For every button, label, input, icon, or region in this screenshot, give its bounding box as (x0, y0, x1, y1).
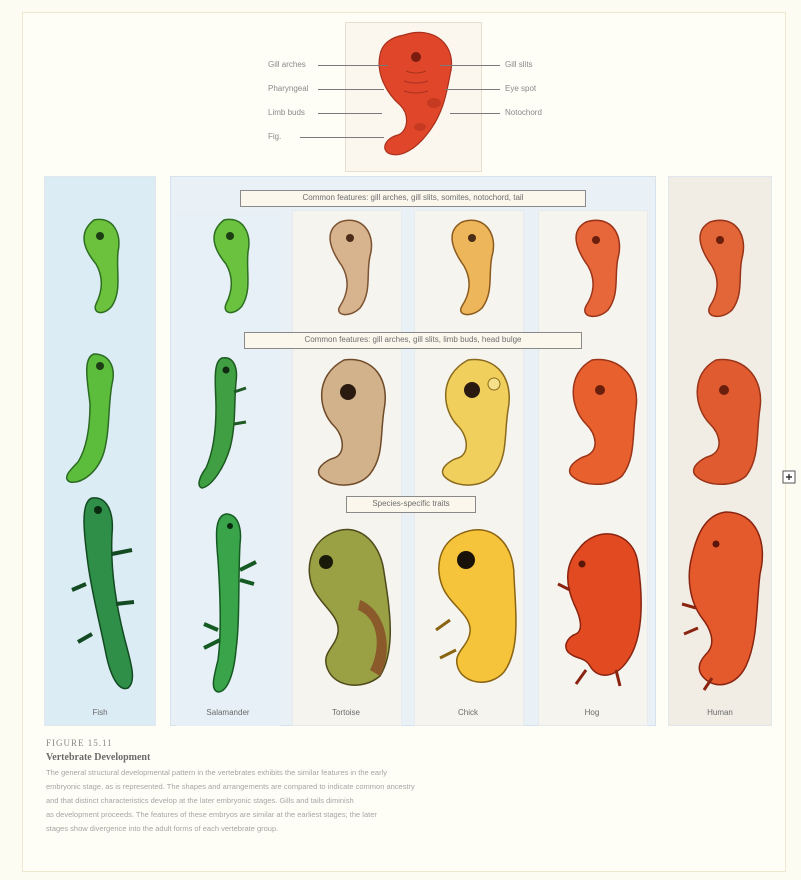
chick-embryo-stage3 (430, 520, 526, 690)
column-label-fish: Fish (50, 708, 150, 717)
caption-line: The general structural developmental pat… (46, 768, 387, 777)
hog-embryo-stage1 (556, 212, 636, 322)
figure-title: Vertebrate Development (46, 752, 150, 763)
leader-line (318, 113, 382, 114)
caption-line: stages show divergence into the adult fo… (46, 824, 278, 833)
zoom-in-icon[interactable] (782, 470, 796, 484)
top-embryo-diagram (345, 22, 482, 172)
salamander-embryo-stage3 (196, 510, 266, 696)
top-label-left-4: Fig. (268, 132, 281, 141)
column-label-salamander: Salamander (178, 708, 278, 717)
top-embryo-illustration (346, 23, 481, 171)
leader-line (318, 89, 384, 90)
caption-line: as development proceeds. The features of… (46, 810, 377, 819)
top-label-left-3: Limb buds (268, 108, 305, 117)
leader-line (440, 65, 500, 66)
caption-line: and that distinct characteristics develo… (46, 796, 354, 805)
hog-embryo-stage3 (556, 520, 652, 690)
tortoise-embryo-stage3 (300, 520, 400, 690)
leader-line (445, 89, 500, 90)
leader-line (300, 137, 384, 138)
chick-embryo-stage2 (428, 354, 520, 490)
human-embryo-stage1 (680, 212, 760, 322)
human-embryo-stage2 (680, 354, 772, 490)
top-label-right-2: Eye spot (505, 84, 536, 93)
top-label-left-2: Pharyngeal (268, 84, 308, 93)
fish-embryo-stage1 (60, 212, 140, 322)
column-label-hog: Hog (542, 708, 642, 717)
tortoise-embryo-stage1 (310, 212, 390, 322)
row1-banner: Common features: gill arches, gill slits… (240, 190, 586, 207)
column-label-chick: Chick (418, 708, 518, 717)
salamander-embryo-stage2 (190, 352, 270, 492)
fish-embryo-stage2 (58, 350, 138, 490)
leader-line (450, 113, 500, 114)
top-label-right-1: Gill slits (505, 60, 533, 69)
top-label-right-3: Notochord (505, 108, 542, 117)
caption-line: embryonic stage, as is represented. The … (46, 782, 415, 791)
chick-embryo-stage1 (432, 212, 512, 322)
figure-number: FIGURE 15.11 (46, 738, 113, 748)
column-label-tortoise: Tortoise (296, 708, 396, 717)
salamander-embryo-stage1 (190, 212, 270, 322)
hog-embryo-stage2 (556, 354, 648, 490)
column-label-human: Human (670, 708, 770, 717)
top-label-left-1: Gill arches (268, 60, 306, 69)
leader-line (318, 65, 388, 66)
row3-banner: Species-specific traits (346, 496, 476, 513)
fish-embryo-stage3 (62, 494, 148, 694)
row2-banner: Common features: gill arches, gill slits… (244, 332, 582, 349)
human-embryo-stage3 (676, 508, 772, 694)
tortoise-embryo-stage2 (304, 354, 396, 490)
